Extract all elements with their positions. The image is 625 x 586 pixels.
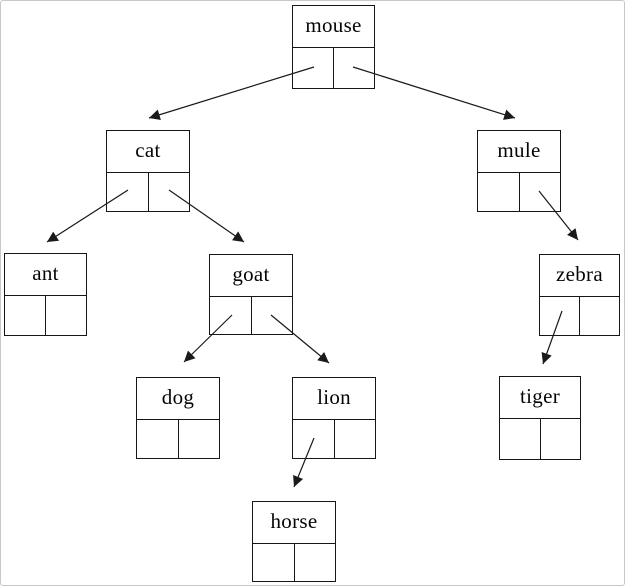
node-ant-label: ant	[5, 254, 86, 296]
node-goat-label: goat	[210, 255, 292, 297]
node-mule-right-pointer	[518, 173, 561, 211]
node-lion-pointers	[293, 420, 375, 458]
node-ant-left-pointer	[5, 296, 45, 335]
node-ant-right-pointer	[45, 296, 86, 335]
node-cat-right-pointer	[147, 173, 190, 211]
node-horse-pointers	[253, 544, 335, 581]
node-zebra-label: zebra	[540, 255, 619, 297]
node-zebra-right-pointer	[579, 297, 619, 335]
node-mule-label: mule	[478, 131, 560, 173]
node-horse: horse	[252, 501, 336, 582]
node-mouse: mouse	[292, 5, 375, 89]
node-mouse-pointers	[293, 48, 374, 88]
node-lion: lion	[292, 377, 376, 459]
node-dog-pointers	[137, 420, 219, 458]
node-tiger-right-pointer	[539, 419, 581, 459]
node-zebra-left-pointer	[540, 297, 579, 335]
node-lion-right-pointer	[333, 420, 376, 458]
node-goat-left-pointer	[210, 297, 251, 334]
node-goat-right-pointer	[250, 297, 293, 334]
node-cat-pointers	[107, 173, 189, 211]
node-horse-left-pointer	[253, 544, 294, 581]
node-tiger: tiger	[499, 376, 581, 460]
node-tiger-label: tiger	[500, 377, 580, 419]
node-horse-label: horse	[253, 502, 335, 544]
node-mouse-label: mouse	[293, 6, 374, 48]
node-horse-right-pointer	[293, 544, 336, 581]
node-goat-pointers	[210, 297, 292, 334]
node-ant: ant	[4, 253, 87, 336]
node-dog: dog	[136, 377, 220, 459]
node-zebra-pointers	[540, 297, 619, 335]
edge-mouse-left-to-cat	[148, 66, 315, 120]
node-zebra: zebra	[539, 254, 620, 336]
node-dog-right-pointer	[177, 420, 220, 458]
node-goat: goat	[209, 254, 293, 335]
node-mule: mule	[477, 130, 561, 212]
node-cat: cat	[106, 130, 190, 212]
node-tiger-pointers	[500, 419, 580, 459]
node-tiger-left-pointer	[500, 419, 540, 459]
node-dog-label: dog	[137, 378, 219, 420]
node-lion-label: lion	[293, 378, 375, 420]
node-mouse-right-pointer	[333, 48, 374, 88]
node-cat-left-pointer	[107, 173, 148, 211]
node-mule-pointers	[478, 173, 560, 211]
node-dog-left-pointer	[137, 420, 178, 458]
edge-mouse-right-to-mule	[352, 66, 516, 120]
node-ant-pointers	[5, 296, 86, 335]
node-cat-label: cat	[107, 131, 189, 173]
node-lion-left-pointer	[293, 420, 334, 458]
node-mouse-left-pointer	[293, 48, 333, 88]
node-mule-left-pointer	[478, 173, 519, 211]
